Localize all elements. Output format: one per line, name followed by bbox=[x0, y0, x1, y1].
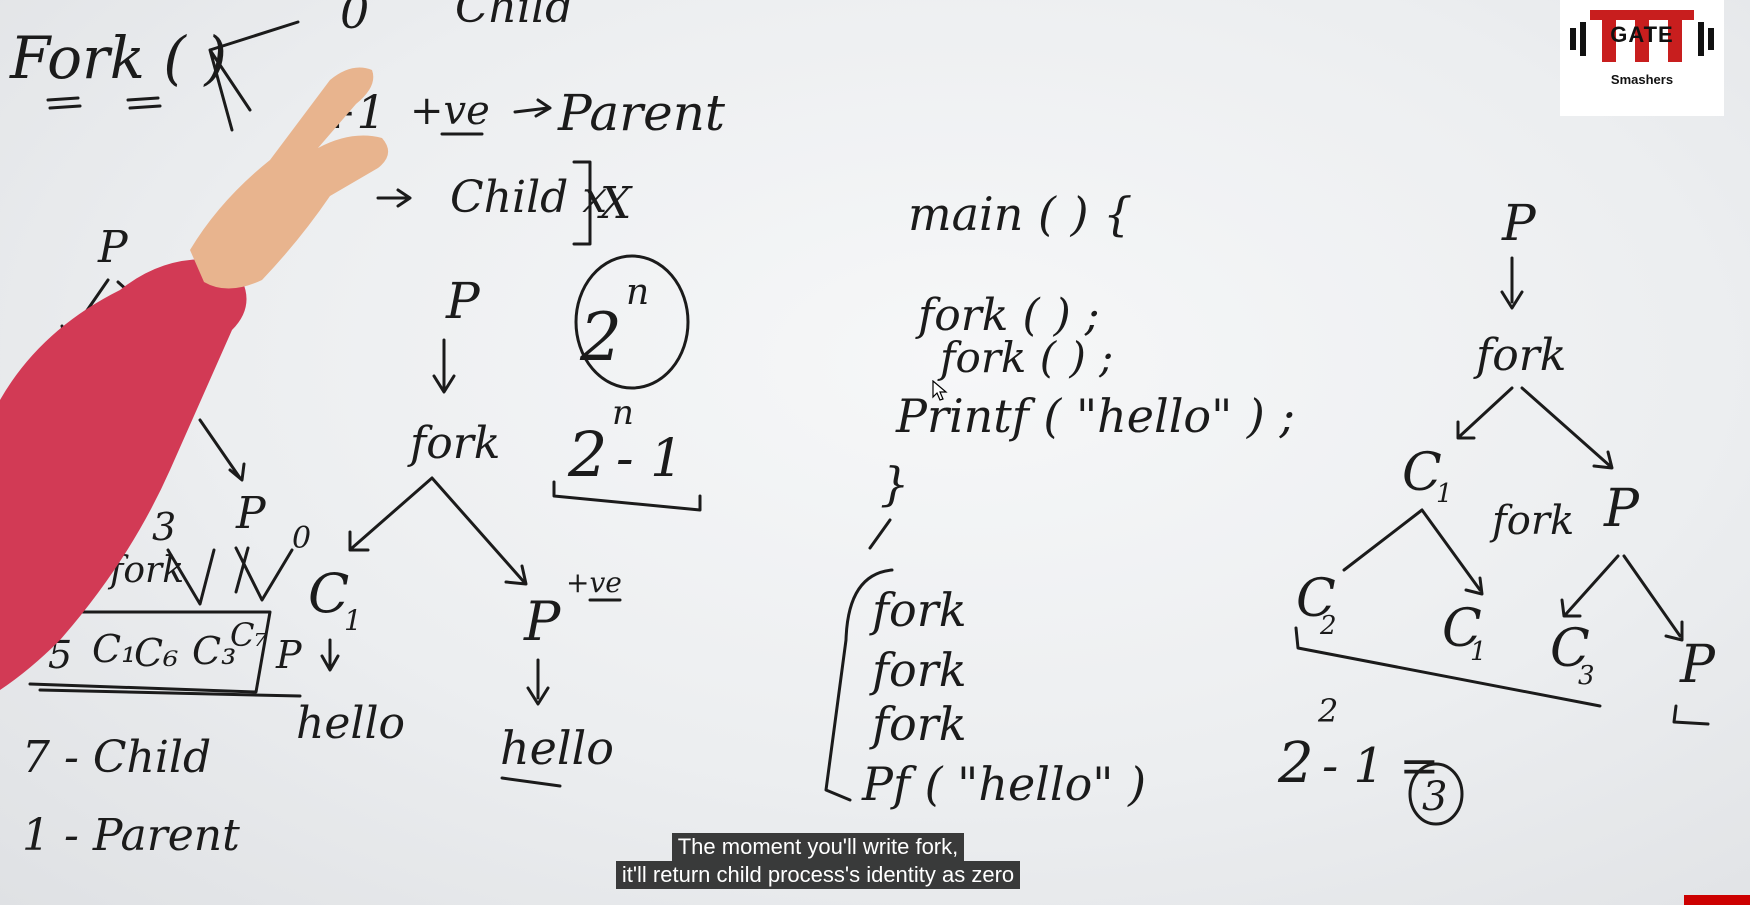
left-tree-lower-edges bbox=[166, 546, 294, 606]
center-parent: P bbox=[523, 590, 562, 653]
left-leaf-4: C₃ bbox=[192, 629, 236, 673]
left-tree-right-edge bbox=[198, 418, 246, 482]
center-parent-arrow bbox=[526, 658, 550, 706]
child-label-top: Child bbox=[455, 0, 573, 33]
video-caption: The moment you'll write fork, it'll retu… bbox=[597, 833, 1039, 889]
left-leaf-6: P bbox=[275, 633, 303, 677]
code-line-4: Printf ( "hello" ) ; bbox=[895, 389, 1295, 443]
fork-branch-lines bbox=[208, 20, 300, 132]
formula2-exp: n bbox=[612, 393, 634, 433]
center-parent-hello: hello bbox=[500, 721, 614, 775]
left-tree-mid-node: 3 bbox=[152, 505, 176, 549]
center-root-arrow bbox=[432, 338, 456, 394]
right-level1-left: C bbox=[1402, 443, 1442, 503]
right-formula-tail: - 1 = bbox=[1322, 738, 1440, 794]
arrow-to-parent bbox=[513, 98, 552, 118]
right-result: 3 bbox=[1422, 774, 1447, 820]
arrow-to-child bbox=[376, 188, 412, 208]
left-leaf-3: C₆ bbox=[134, 631, 178, 675]
zero-label: 0 bbox=[340, 0, 369, 39]
mouse-cursor-icon bbox=[932, 380, 948, 401]
logo-name: GATE bbox=[1610, 22, 1674, 47]
presenter-hand bbox=[190, 67, 389, 289]
caption-line-1: The moment you'll write fork, bbox=[671, 833, 965, 861]
code-line-3: fork ( ) ; bbox=[937, 333, 1113, 382]
center-fork-word: fork bbox=[407, 418, 500, 469]
expanded-line-1: fork bbox=[869, 583, 967, 637]
parent-label: Parent bbox=[557, 84, 726, 142]
child-count: 7 - Child bbox=[22, 732, 211, 783]
center-fork-edges bbox=[348, 476, 528, 586]
formula2-tail: - 1 bbox=[616, 429, 683, 489]
expanded-line-2: fork bbox=[869, 643, 967, 697]
left-tree-root: P bbox=[97, 222, 129, 273]
logo-bars-icon bbox=[1570, 22, 1714, 56]
code-line-5: } bbox=[880, 457, 909, 511]
logo-subtitle: Smashers bbox=[1610, 72, 1674, 87]
left-leaf-5: C₇ bbox=[230, 616, 267, 654]
center-parent-sign: +ve bbox=[566, 566, 622, 599]
right-fork-word: fork bbox=[1473, 330, 1566, 381]
fork-title: Fork ( ) bbox=[9, 24, 227, 92]
positive-label: +ve bbox=[410, 88, 490, 134]
right-leaf-3: C bbox=[1550, 619, 1590, 679]
center-child-arrow bbox=[320, 638, 340, 672]
fork-title-underline bbox=[46, 96, 162, 110]
right-leaf-3-sub: 3 bbox=[1578, 661, 1595, 691]
formula2-base: 2 bbox=[567, 418, 607, 491]
right-formula-base: 2 bbox=[1277, 731, 1314, 796]
center-hello-underline bbox=[500, 776, 562, 788]
caption-line-2: it'll return child process's identity as… bbox=[615, 861, 1021, 889]
formula-base: 2 bbox=[579, 299, 622, 376]
right-formula-exp: 2 bbox=[1317, 692, 1338, 730]
right-leaf-1: C bbox=[1296, 569, 1336, 629]
center-child-sub: 1 bbox=[344, 604, 362, 637]
right-leaf-4: P bbox=[1679, 635, 1716, 695]
parent-count: 1 - Parent bbox=[22, 810, 240, 861]
logo-emblem-icon bbox=[1590, 10, 1694, 62]
right-level1-right: P bbox=[1603, 479, 1640, 539]
left-tree-right-node: P bbox=[235, 488, 267, 539]
left-tree-leaf-box bbox=[28, 610, 272, 694]
right-result-circle bbox=[1408, 762, 1464, 826]
formula2-bracket bbox=[552, 480, 702, 512]
right-leaf-1-sub: 2 bbox=[1319, 611, 1337, 641]
channel-logo: GATE Smashers bbox=[1560, 0, 1724, 116]
center-child: C bbox=[308, 562, 349, 625]
subscribe-button[interactable] bbox=[1684, 895, 1750, 905]
right-p-edges bbox=[1560, 554, 1684, 642]
child-label: Child x bbox=[450, 172, 607, 223]
left-tree-zero: 0 bbox=[292, 521, 311, 556]
expanded-line-3: fork bbox=[869, 697, 967, 751]
left-tree-underline bbox=[38, 688, 302, 698]
expanded-line-4: Pf ( "hello" ) bbox=[861, 757, 1146, 811]
right-leaf-2-sub: 1 bbox=[1470, 637, 1487, 667]
right-level1-left-sub: 1 bbox=[1436, 479, 1453, 509]
right-leaf-2: C bbox=[1442, 599, 1482, 659]
code-line-1: main ( ) { bbox=[908, 187, 1132, 241]
child-bracket bbox=[572, 160, 592, 246]
formula-exp: n bbox=[626, 272, 649, 313]
expanded-bracket bbox=[824, 568, 894, 802]
center-child-hello: hello bbox=[296, 698, 405, 749]
left-leaf-2: C₁ bbox=[92, 627, 136, 671]
right-root-arrow bbox=[1500, 256, 1524, 310]
right-leaf-bracket bbox=[1294, 626, 1710, 726]
x-mark: X bbox=[597, 178, 633, 229]
right-root: P bbox=[1501, 194, 1537, 252]
formula-circle bbox=[574, 254, 690, 390]
presenter-sleeve bbox=[0, 259, 247, 690]
right-fork-edges bbox=[1456, 386, 1614, 470]
right-c1-edges bbox=[1342, 508, 1484, 596]
code-brace-tail bbox=[868, 518, 892, 550]
center-root: P bbox=[445, 272, 481, 330]
right-fork-mid: fork bbox=[1489, 498, 1574, 544]
code-line-2: fork ( ) ; bbox=[915, 290, 1100, 341]
